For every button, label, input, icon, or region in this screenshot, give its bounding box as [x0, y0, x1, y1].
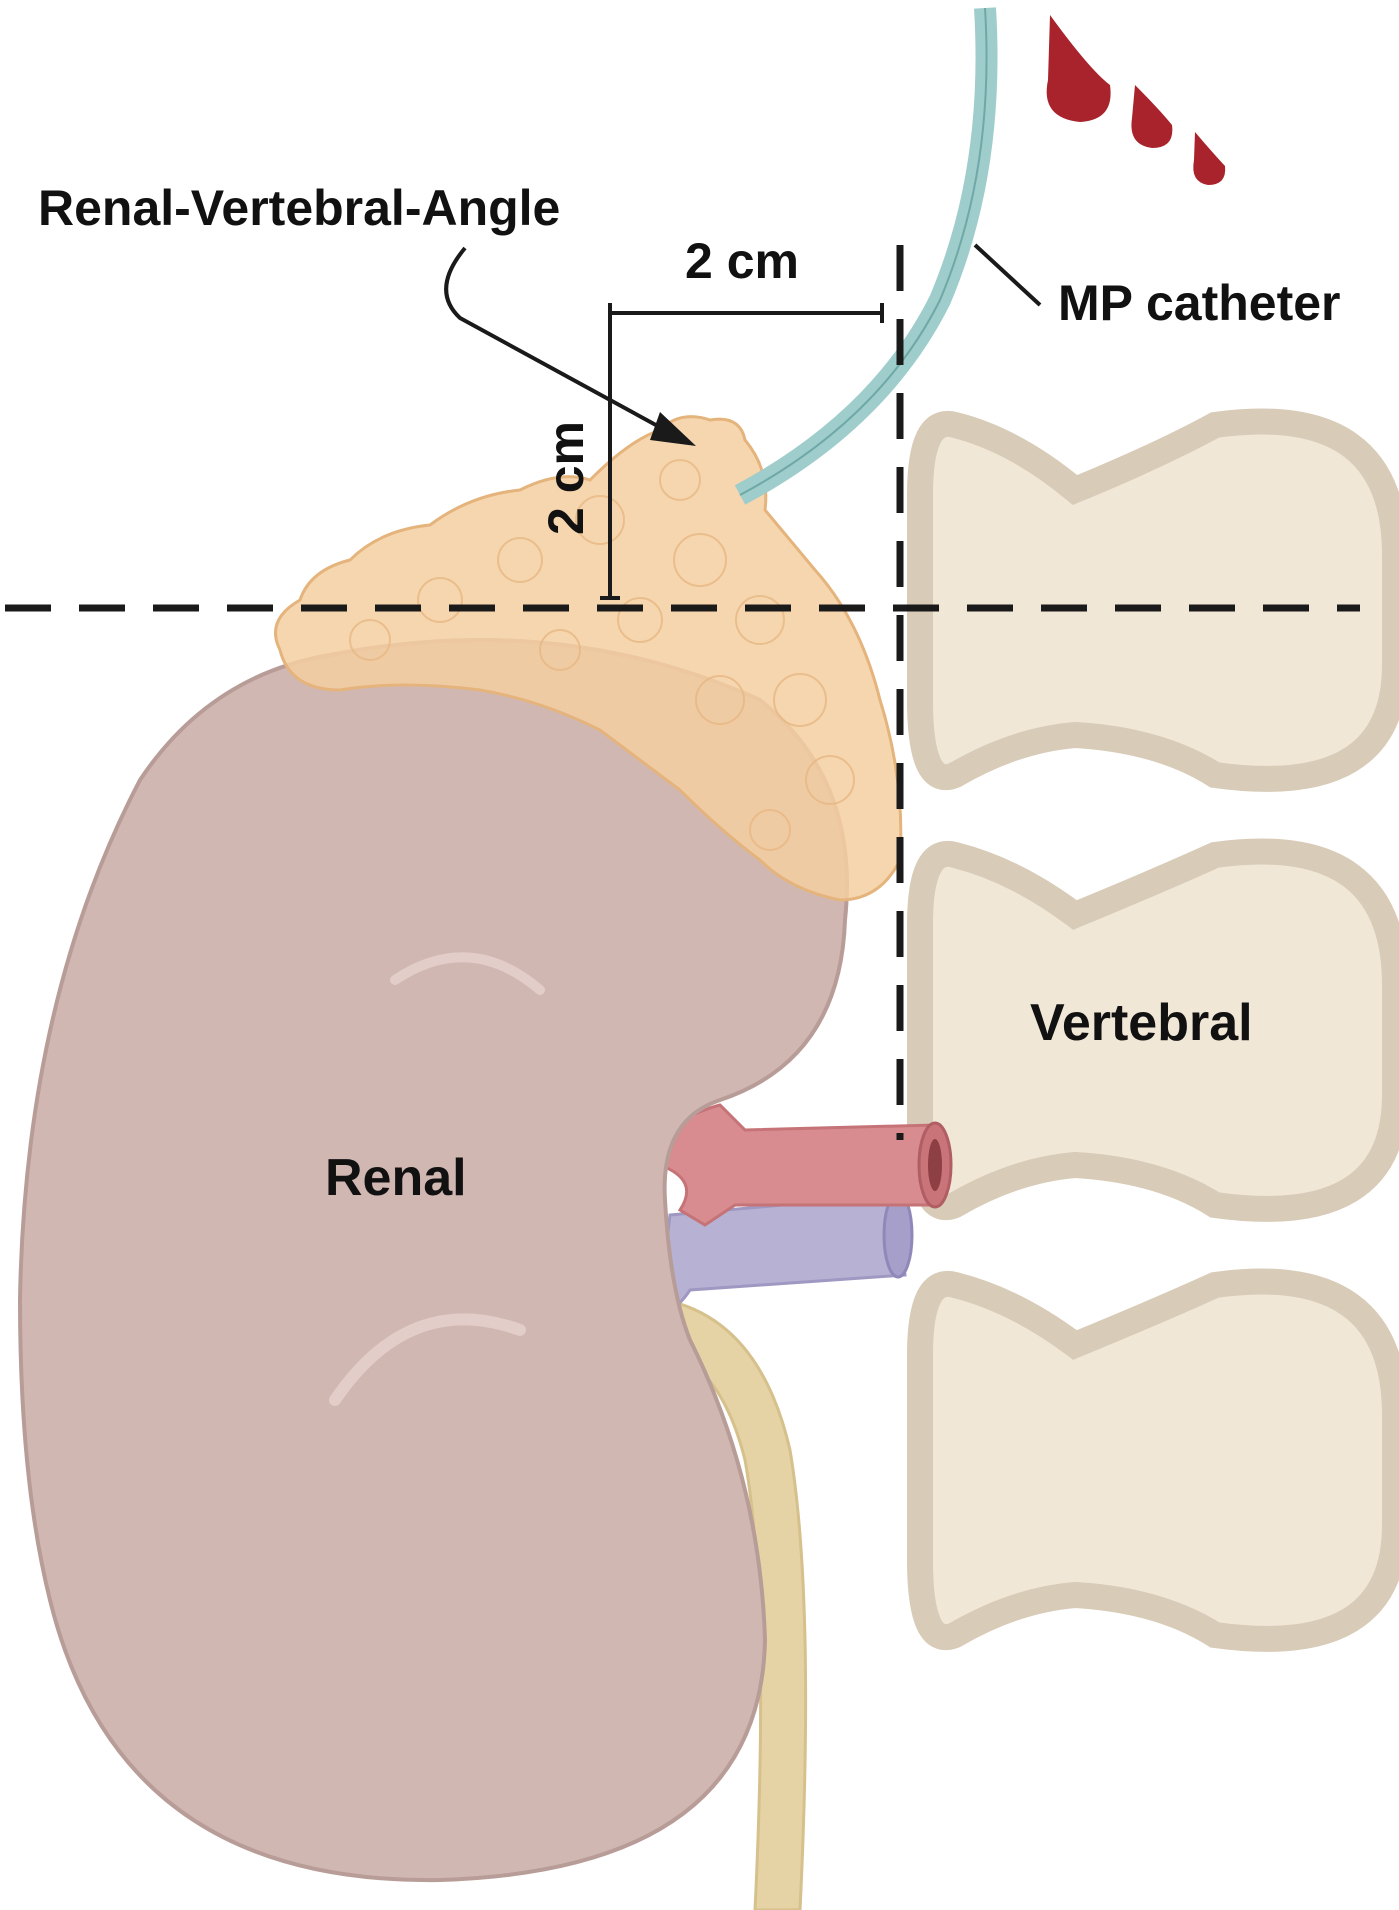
mp-catheter-outline: [739, 7, 988, 496]
horizontal-measure-label: 2 cm: [685, 233, 799, 289]
catheter-leader-line: [973, 243, 1042, 307]
vertebra-bottom: [907, 1268, 1399, 1652]
kidney-highlight-lower: [329, 1313, 526, 1406]
ureter: [653, 1298, 808, 1910]
vertical-measure-bracket: [600, 320, 620, 600]
renal-label: Renal: [325, 1149, 467, 1207]
vertebral-label: Vertebral: [1030, 994, 1253, 1052]
horizontal-measure-bracket: [608, 303, 884, 323]
vertical-measure-label: 2 cm: [538, 421, 594, 535]
angle-label: Renal-Vertebral-Angle: [38, 180, 560, 236]
angle-leader-line: [444, 246, 666, 432]
blood-drop-icon: [1046, 15, 1226, 185]
vertebra-top: [907, 408, 1399, 792]
adrenal-gland: [274, 415, 903, 902]
angle-arrowhead: [650, 412, 696, 446]
catheter-label: MP catheter: [1058, 275, 1341, 331]
kidney-highlight: [390, 952, 545, 995]
